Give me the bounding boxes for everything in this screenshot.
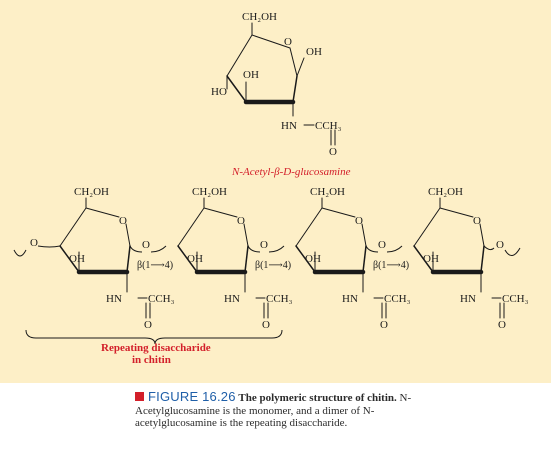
- monomer-name-label: N-Acetyl-β-D-glucosamine: [231, 166, 351, 178]
- chain-ch2oh-label: CH₂OH: [428, 186, 463, 198]
- chain-end-bond: [483, 245, 495, 251]
- chain-hydroxyl-label: OH: [423, 253, 439, 265]
- chain-ring-bond: [177, 207, 205, 247]
- chain-ring-bond: [439, 207, 474, 218]
- chain-ring-bond: [59, 207, 87, 247]
- chain-ring-bond: [126, 245, 131, 273]
- chain-ring-bond: [59, 245, 80, 273]
- chain-hydroxyl-label: OH: [305, 253, 321, 265]
- chain-amide-nh: HN: [460, 293, 476, 305]
- caption-tag-marker: [135, 392, 144, 401]
- chain-ring-bond: [480, 245, 485, 273]
- figure-number: FIGURE 16.26: [148, 389, 236, 404]
- monomer-c4-hydroxyl: HO: [211, 86, 227, 98]
- chain-start-oxygen: O: [30, 237, 38, 249]
- chain-glycosidic-bond: [150, 245, 167, 253]
- chain-glycosidic-bond: [129, 245, 143, 253]
- chain-hydroxyl-label: OH: [187, 253, 203, 265]
- chain-acetyl-label: CCH₃: [148, 293, 175, 305]
- chain-acetyl-label: CCH₃: [266, 293, 293, 305]
- chain-ring-bond: [125, 223, 131, 247]
- chain-amide-nh: HN: [106, 293, 122, 305]
- chain-ch2oh-label: CH₂OH: [310, 186, 345, 198]
- repeating-unit-brace: [25, 329, 283, 345]
- chain-ring-bond: [479, 223, 485, 247]
- chain-ring-bond: [177, 245, 198, 273]
- chain-ch2oh-label: CH₂OH: [192, 186, 227, 198]
- figure-panel: CH₂OH O OH OH HO HN CCH₃ O N-Acetyl-β-D-…: [0, 0, 551, 383]
- chain-acetyl-label: CCH₃: [502, 293, 529, 305]
- chain-ring-bond: [203, 207, 238, 218]
- panel-background: [0, 0, 551, 383]
- monomer-ch2oh-label: CH₂OH: [242, 11, 277, 23]
- chain-beta-linkage-label: β(1⟶4): [137, 260, 173, 271]
- chain-ring-bond: [361, 223, 367, 247]
- chain-carbonyl-oxygen: O: [498, 319, 506, 331]
- figure-title: The polymeric structure of chitin.: [238, 392, 397, 404]
- chain-start-bond: [37, 245, 61, 248]
- chain-carbonyl-oxygen: O: [262, 319, 270, 331]
- monomer-structure: [226, 22, 336, 146]
- chain-ring-oxygen: O: [237, 215, 245, 227]
- chain-end-oxygen: O: [496, 239, 504, 251]
- monomer-amide-nh: HN: [281, 120, 297, 132]
- chain-ring-bond: [295, 207, 323, 247]
- chain-glycosidic-bond: [247, 245, 261, 253]
- chain-bridge-oxygen: O: [378, 239, 386, 251]
- monomer-c3-hydroxyl: OH: [243, 69, 259, 81]
- repeating-disaccharide-label-line2: in chitin: [132, 354, 171, 366]
- chitin-structure-diagram: CH₂OH O OH OH HO HN CCH₃ O N-Acetyl-β-D-…: [0, 0, 551, 383]
- monomer-carbonyl-oxygen: O: [329, 146, 337, 158]
- chain-beta-linkage-label: β(1⟶4): [373, 260, 409, 271]
- repeating-disaccharide-label: Repeating disaccharide: [101, 342, 211, 354]
- chain-bridge-oxygen: O: [260, 239, 268, 251]
- chain-ring-bond: [321, 207, 356, 218]
- chain-ring-oxygen: O: [473, 215, 481, 227]
- chain-amide-nh: HN: [342, 293, 358, 305]
- chain-ring-bond: [85, 207, 120, 218]
- chain-carbonyl-oxygen: O: [144, 319, 152, 331]
- chain-ring-bond: [362, 245, 367, 273]
- monomer-ring-oxygen: O: [284, 36, 292, 48]
- monomer-acetyl-group: CCH₃: [315, 120, 342, 132]
- chain-amide-nh: HN: [224, 293, 240, 305]
- chain-hydroxyl-label: OH: [69, 253, 85, 265]
- monomer-labels: CH₂OH O OH OH HO HN CCH₃ O N-Acetyl-β-D-…: [211, 11, 351, 178]
- chain-beta-linkage-label: β(1⟶4): [255, 260, 291, 271]
- chain-acetyl-label: CCH₃: [384, 293, 411, 305]
- monomer-c1-hydroxyl: OH: [306, 46, 322, 58]
- chain-ch2oh-label: CH₂OH: [74, 186, 109, 198]
- chain-ring-oxygen: O: [355, 215, 363, 227]
- chain-ring-oxygen: O: [119, 215, 127, 227]
- chain-carbonyl-oxygen: O: [380, 319, 388, 331]
- chain-glycosidic-bond: [365, 245, 379, 253]
- chain-glycosidic-bond: [386, 245, 403, 253]
- chain-ring-bond: [413, 207, 441, 247]
- figure-caption: FIGURE 16.26 The polymeric structure of …: [135, 389, 435, 430]
- chain-ring-bond: [243, 223, 249, 247]
- chain-start-wavy-bond: [13, 249, 27, 257]
- chain-ring-bond: [413, 245, 434, 273]
- chain-bridge-oxygen: O: [142, 239, 150, 251]
- chain-glycosidic-bond: [268, 245, 285, 253]
- figure-caption-body: N-Acetylglucosamine is the monomer, and …: [135, 392, 412, 429]
- chitin-chain: CH₂OH O OH HN CCH₃ Oβ(1⟶4) O CH₂OH O OH HN CCH₃ Oβ(1…: [13, 186, 529, 331]
- chain-ring-bond: [295, 245, 316, 273]
- chain-ring-bond: [244, 245, 249, 273]
- chain-end-wavy-bond: [504, 247, 521, 256]
